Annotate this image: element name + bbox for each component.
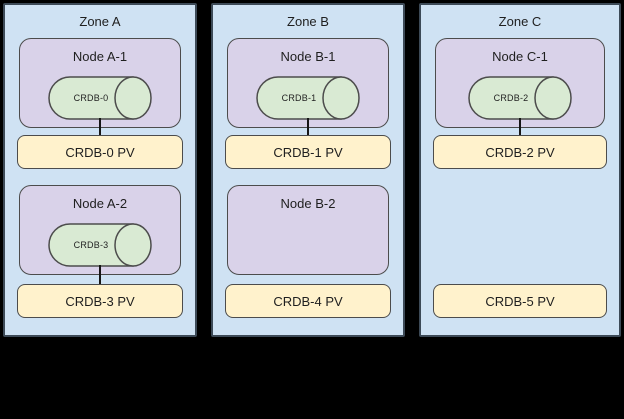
node-b2-title: Node B-2 (280, 196, 336, 211)
pv-box-crdb-2: CRDB-2 PV (433, 135, 607, 169)
crdb-3-cylinder: CRDB-3 (47, 223, 153, 267)
crdb-0-cylinder: CRDB-0 (47, 76, 153, 120)
pv-box-crdb-1: CRDB-1 PV (225, 135, 391, 169)
node-b2-box: Node B-2 (227, 185, 389, 275)
pv-box-crdb-4: CRDB-4 PV (225, 284, 391, 318)
database-cylinder-icon (48, 76, 152, 120)
crdb-2-cylinder: CRDB-2 (467, 76, 573, 120)
crdb-0-cylinder-label: CRDB-0 (73, 93, 109, 103)
zone-c-title: Zone C (498, 14, 542, 29)
database-cylinder-icon (48, 223, 152, 267)
crdb-3-cylinder-label: CRDB-3 (73, 240, 109, 250)
node-a2-box: Node A-2 CRDB-3 (19, 185, 181, 275)
connector-line-c1-pv2 (519, 118, 521, 135)
node-a1-title: Node A-1 (72, 49, 128, 64)
zone-c-container: Zone C Node C-1 CRDB-2 CRDB-2 PV CRDB-5 … (419, 3, 621, 337)
crdb-1-cylinder: CRDB-1 (255, 76, 361, 120)
zone-a-title: Zone A (79, 14, 121, 29)
zone-b-title: Zone B (287, 14, 329, 29)
node-a1-box: Node A-1 CRDB-0 (19, 38, 181, 128)
connector-line-a1-pv0 (99, 118, 101, 135)
zone-b-container: Zone B Node B-1 CRDB-1 CRDB-1 PV Node B-… (211, 3, 405, 337)
crdb-1-cylinder-label: CRDB-1 (281, 93, 317, 103)
node-a2-title: Node A-2 (72, 196, 128, 211)
pv-box-crdb-0: CRDB-0 PV (17, 135, 183, 169)
database-cylinder-icon (468, 76, 572, 120)
database-cylinder-icon (256, 76, 360, 120)
node-c1-title: Node C-1 (492, 49, 548, 64)
connector-line-a2-pv3 (99, 265, 101, 285)
zone-a-container: Zone A Node A-1 CRDB-0 CRDB-0 PV Node A-… (3, 3, 197, 337)
connector-line-b1-pv1 (307, 118, 309, 135)
node-b1-box: Node B-1 CRDB-1 (227, 38, 389, 128)
pv-box-crdb-5: CRDB-5 PV (433, 284, 607, 318)
node-c1-box: Node C-1 CRDB-2 (435, 38, 605, 128)
pv-box-crdb-3: CRDB-3 PV (17, 284, 183, 318)
crdb-2-cylinder-label: CRDB-2 (493, 93, 529, 103)
node-b1-title: Node B-1 (280, 49, 336, 64)
